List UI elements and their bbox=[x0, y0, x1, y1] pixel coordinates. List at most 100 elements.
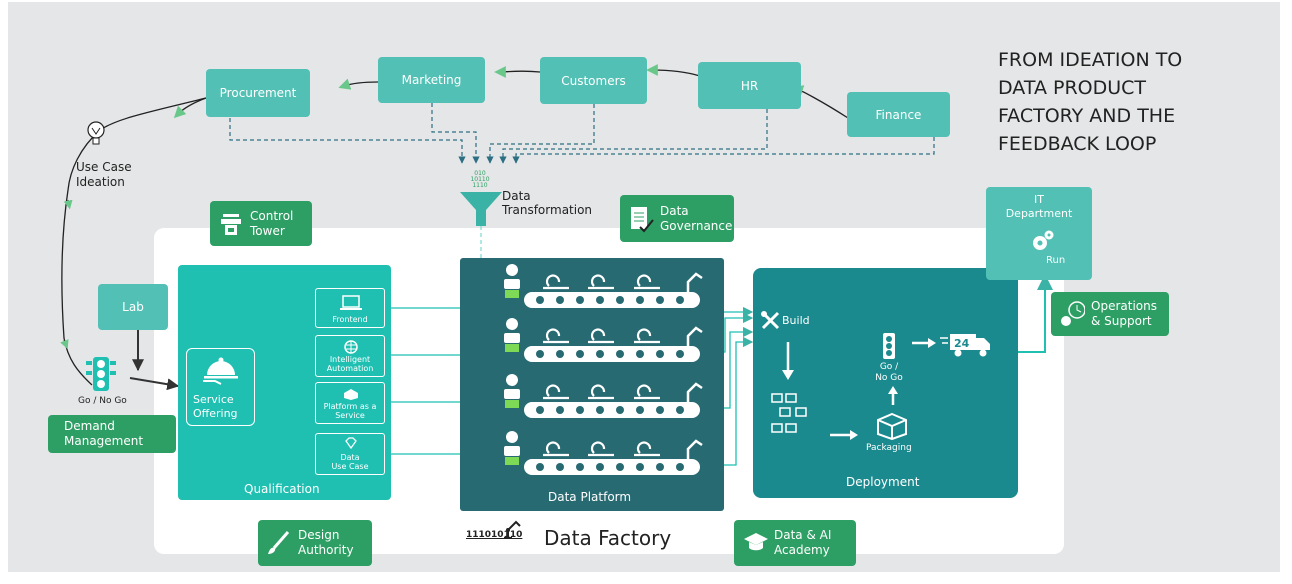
finance-box: Finance bbox=[847, 92, 950, 137]
traffic-light-icon bbox=[86, 357, 116, 391]
lab-box: Lab bbox=[98, 284, 168, 330]
tools-icon bbox=[761, 311, 780, 330]
roller-icon bbox=[543, 328, 569, 344]
deployment-panel bbox=[753, 268, 1018, 498]
belt-roller bbox=[676, 296, 684, 304]
deploy-go-no-go-label: Go / No Go bbox=[875, 362, 903, 383]
roller-icon bbox=[588, 328, 614, 344]
belt-roller bbox=[636, 463, 644, 471]
data-transformation-label: Data Transformation bbox=[502, 189, 593, 217]
hr-label: HR bbox=[740, 78, 759, 93]
belt-roller bbox=[576, 296, 584, 304]
package-icon bbox=[877, 412, 907, 440]
academy-tag: Data & AI Academy bbox=[734, 520, 856, 566]
data-use-case-label: Data Use Case bbox=[331, 453, 369, 471]
worker-head-icon bbox=[506, 264, 518, 276]
belt-roller bbox=[576, 350, 584, 358]
conveyor-belt bbox=[524, 346, 700, 362]
belt-roller bbox=[636, 406, 644, 414]
frontend-label: Frontend bbox=[332, 315, 368, 324]
laptop-icon bbox=[340, 295, 362, 310]
demand-management-label: Demand Management bbox=[64, 419, 144, 448]
customers-box: Customers bbox=[540, 57, 647, 104]
funnel-icon bbox=[460, 192, 502, 226]
worker-desk-icon bbox=[505, 457, 519, 465]
gear-clock-icon bbox=[1059, 301, 1085, 327]
belt-roller bbox=[596, 296, 604, 304]
worker-desk-icon bbox=[505, 344, 519, 352]
packaging-label: Packaging bbox=[866, 443, 912, 453]
brain-icon bbox=[344, 340, 358, 354]
worker-body-icon bbox=[504, 279, 520, 289]
academy-label: Data & AI Academy bbox=[774, 528, 832, 557]
robot-arm-icon bbox=[504, 520, 521, 539]
worker-body-icon bbox=[504, 446, 520, 456]
data-governance-tag: Data Governance bbox=[620, 195, 734, 242]
cloche-icon bbox=[203, 357, 238, 385]
brush-icon bbox=[266, 530, 292, 556]
belt-roller bbox=[616, 296, 624, 304]
it-department-label: IT Department bbox=[1005, 193, 1073, 220]
control-tower-tag: Control Tower bbox=[210, 201, 312, 246]
demand-management-tag: Demand Management bbox=[48, 415, 176, 453]
paas-label: Platform as a Service bbox=[323, 402, 377, 420]
boxes-icon bbox=[771, 393, 807, 433]
document-check-icon bbox=[628, 206, 654, 232]
belt-roller bbox=[656, 406, 664, 414]
data-platform-label: Data Platform bbox=[548, 490, 632, 504]
marketing-box: Marketing bbox=[378, 57, 485, 103]
belt-roller bbox=[676, 350, 684, 358]
roller-icon bbox=[543, 441, 569, 457]
hr-box: HR bbox=[698, 62, 801, 109]
belt-roller bbox=[596, 350, 604, 358]
build-label: Build bbox=[782, 314, 810, 327]
belt-roller bbox=[556, 406, 564, 414]
robot-arm-icon bbox=[686, 326, 703, 346]
roller-icon bbox=[543, 384, 569, 400]
belt-roller bbox=[536, 463, 544, 471]
lab-label: Lab bbox=[122, 300, 144, 314]
belt-roller bbox=[676, 406, 684, 414]
worker-desk-icon bbox=[505, 400, 519, 408]
service-offering-label: Service Offering bbox=[193, 393, 238, 420]
belt-roller bbox=[576, 406, 584, 414]
design-authority-tag: Design Authority bbox=[258, 520, 372, 566]
data-use-case-box: Data Use Case bbox=[315, 433, 385, 475]
belt-roller bbox=[596, 463, 604, 471]
graduation-cap-icon bbox=[742, 530, 768, 556]
diagram-title: FROM IDEATION TO DATA PRODUCT FACTORY AN… bbox=[998, 49, 1183, 155]
belt-roller bbox=[576, 463, 584, 471]
belt-roller bbox=[616, 350, 624, 358]
belt-roller bbox=[556, 463, 564, 471]
robot-arm-icon bbox=[686, 272, 703, 292]
roller-icon bbox=[634, 441, 660, 457]
deploy-traffic-light-icon bbox=[883, 333, 895, 359]
belt-roller bbox=[596, 406, 604, 414]
intelligent-automation-box: Intelligent Automation bbox=[315, 335, 385, 377]
belt-roller bbox=[656, 296, 664, 304]
it-department-box: IT Department Run bbox=[986, 187, 1092, 280]
data-factory-bits: 111010110 bbox=[466, 530, 523, 540]
belt-roller bbox=[656, 463, 664, 471]
worker-head-icon bbox=[506, 431, 518, 443]
conveyor-group bbox=[504, 264, 703, 475]
worker-head-icon bbox=[506, 318, 518, 330]
finance-label: Finance bbox=[875, 107, 922, 122]
roller-icon bbox=[634, 328, 660, 344]
belt-roller bbox=[616, 463, 624, 471]
frontend-box: Frontend bbox=[315, 288, 385, 328]
lightbulb-icon bbox=[87, 121, 105, 145]
run-label: Run bbox=[1046, 255, 1066, 266]
belt-roller bbox=[536, 350, 544, 358]
roller-icon bbox=[634, 384, 660, 400]
conveyor-belt bbox=[524, 402, 700, 418]
truck-number: 24 bbox=[954, 337, 970, 350]
robot-arm-icon bbox=[686, 439, 703, 459]
marketing-label: Marketing bbox=[401, 73, 462, 87]
customers-label: Customers bbox=[561, 73, 626, 88]
roller-icon bbox=[588, 274, 614, 290]
design-authority-label: Design Authority bbox=[298, 528, 354, 557]
belt-roller bbox=[536, 406, 544, 414]
belt-roller bbox=[676, 463, 684, 471]
